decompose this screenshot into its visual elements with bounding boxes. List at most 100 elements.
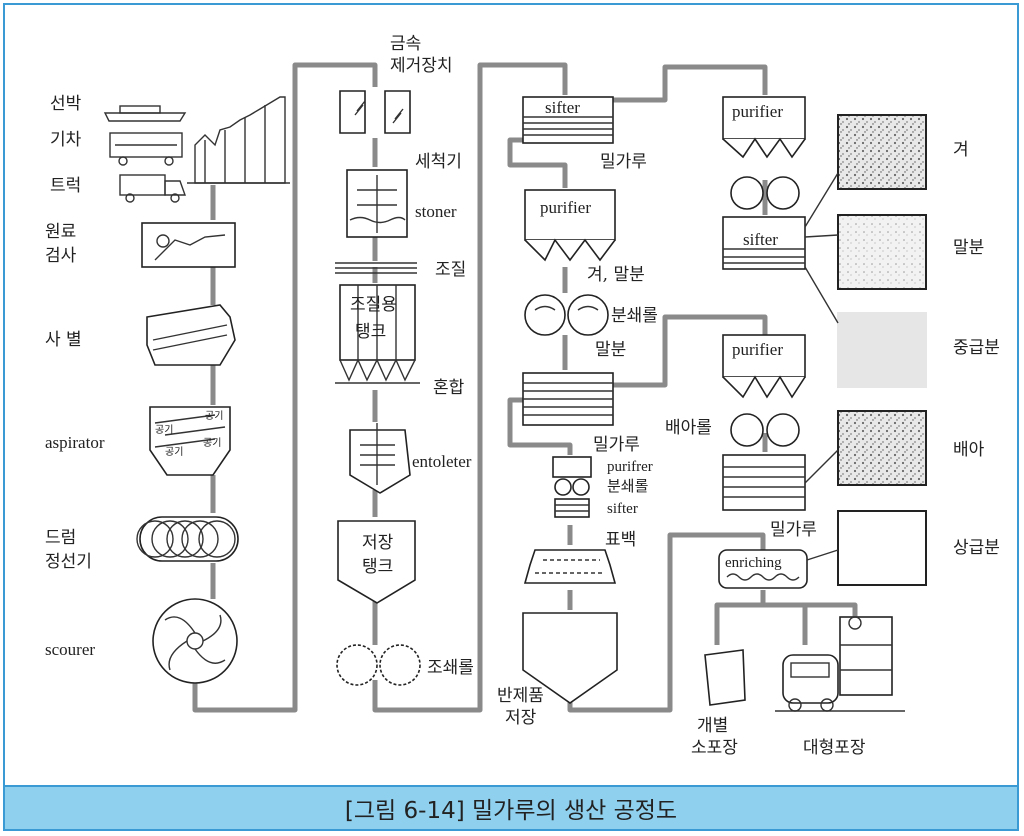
flow-lines bbox=[192, 62, 858, 713]
sifter2-label: sifter bbox=[607, 501, 638, 517]
flour-process-diagram: 선박 기차 트럭 원료 검사 bbox=[45, 34, 1000, 758]
small-package-label: 개별 bbox=[697, 716, 728, 736]
figure-caption: [그림 6-14] 밀가루의 생산 공정도 bbox=[345, 791, 677, 825]
conditioning-label: 조질 bbox=[435, 260, 466, 280]
receiving-area: 선박 기차 트럭 bbox=[50, 94, 290, 203]
product-sample-bran bbox=[837, 114, 927, 190]
purifier-top-equipment: purifier bbox=[722, 96, 806, 159]
purifier-label: purifier bbox=[540, 198, 591, 217]
air-label-4: 공기 bbox=[165, 446, 183, 458]
drum-separator-equipment bbox=[136, 516, 239, 562]
roll-top-equipment bbox=[730, 176, 800, 210]
figure-number: [그림 6-14] bbox=[344, 798, 465, 824]
column-milling: sifter 밀가루 purifier 겨, 말분 분쇄롤 말분 밀가루 bbox=[497, 96, 658, 728]
small-package-label-2: 소포장 bbox=[691, 738, 738, 758]
sifter2-equipment bbox=[522, 372, 614, 426]
purifrer-label: purifrer bbox=[607, 459, 653, 475]
train-label: 기차 bbox=[50, 130, 82, 150]
product-sample-shorts bbox=[837, 214, 927, 290]
aspirator-label: aspirator bbox=[45, 433, 105, 452]
reduction-roll-equipment bbox=[524, 294, 609, 336]
mixing-label: 혼합 bbox=[433, 378, 465, 398]
product-sample-high-flour bbox=[837, 510, 927, 586]
product-sample-germ bbox=[837, 410, 927, 486]
purifier-mid-equipment: purifier bbox=[722, 334, 806, 399]
caption-bar: [그림 6-14] 밀가루의 생산 공정도 bbox=[5, 785, 1017, 829]
shorts-label: 말분 bbox=[595, 340, 626, 360]
small-package-icon bbox=[704, 649, 746, 706]
stoner-label: stoner bbox=[415, 202, 457, 221]
enriching-label: enriching bbox=[725, 555, 782, 571]
flour-label-1: 밀가루 bbox=[600, 152, 647, 172]
product-samples: 겨 말분 중급분 배아 상급분 bbox=[804, 114, 1000, 586]
conditioning-tank-label-2: 탱크 bbox=[355, 322, 386, 342]
bleaching-equipment bbox=[523, 549, 617, 584]
scourer-equipment bbox=[152, 598, 238, 684]
sifter-col4-equipment: sifter bbox=[722, 216, 806, 270]
bulk-truck-icon bbox=[775, 616, 905, 712]
inspection-label-2: 검사 bbox=[45, 246, 77, 266]
air-label-3: 공기 bbox=[203, 437, 221, 449]
metal-removal-equipment bbox=[339, 90, 411, 134]
reduction-roll-label: 분쇄롤 bbox=[611, 306, 658, 326]
product-label-shorts: 말분 bbox=[953, 238, 984, 258]
semi-product-label-2: 저장 bbox=[505, 708, 537, 728]
storage-tank-equipment: 저장 탱크 bbox=[337, 520, 416, 604]
purifier-mid-label: purifier bbox=[732, 340, 783, 359]
inspection-label: 원료 bbox=[45, 222, 76, 242]
germ-roll-equipment bbox=[730, 413, 800, 447]
column-cleaning: 원료 검사 사 별 aspirator 공기 공기 공기 공기 드럼 정선기 bbox=[45, 222, 239, 684]
enriching-equipment: enriching bbox=[718, 549, 808, 589]
silo-icon bbox=[187, 96, 290, 184]
sifter-label: sifter bbox=[545, 98, 580, 117]
figure-frame: 선박 기차 트럭 원료 검사 bbox=[3, 3, 1019, 831]
product-label-bran: 겨 bbox=[953, 140, 969, 160]
sifting-equipment bbox=[146, 304, 236, 366]
product-label-germ: 배아 bbox=[953, 440, 985, 460]
entoleter-label: entoleter bbox=[412, 452, 472, 471]
break-roll-label: 조쇄롤 bbox=[427, 658, 474, 678]
truck-label: 트럭 bbox=[50, 176, 81, 196]
train-icon bbox=[109, 132, 183, 166]
conditioning-tank-equipment: 조질용 탱크 bbox=[335, 284, 420, 384]
purifier-top-label: purifier bbox=[732, 102, 783, 121]
figure-title: 밀가루의 생산 공정도 bbox=[472, 798, 678, 824]
sifting-label: 사 별 bbox=[45, 330, 82, 350]
semi-product-label: 반제품 bbox=[497, 686, 544, 706]
product-label-high-flour: 상급분 bbox=[953, 538, 1000, 558]
product-label-medium-flour: 중급분 bbox=[953, 338, 1000, 358]
storage-tank-label: 저장 bbox=[362, 533, 394, 553]
aspirator-equipment: 공기 공기 공기 공기 bbox=[149, 406, 231, 476]
conditioning-lines bbox=[335, 262, 417, 274]
product-sample-medium-flour bbox=[837, 312, 927, 388]
metal-removal-label-2: 제거장치 bbox=[390, 56, 453, 76]
semi-product-storage-equipment bbox=[522, 612, 618, 704]
break-roll-equipment bbox=[336, 644, 421, 686]
inspection-equipment bbox=[141, 222, 236, 268]
conditioning-tank-label: 조질용 bbox=[350, 295, 397, 315]
germ-roll-label: 배아롤 bbox=[665, 418, 712, 438]
scourer-label: scourer bbox=[45, 640, 95, 659]
column-conditioning: 금속 제거장치 세척기 stoner 조질 bbox=[335, 34, 474, 686]
ship-label: 선박 bbox=[50, 94, 82, 114]
bulk-package-label: 대형포장 bbox=[803, 738, 866, 758]
air-label-2: 공기 bbox=[205, 410, 223, 422]
drum-label-2: 정선기 bbox=[45, 552, 92, 572]
metal-removal-label: 금속 bbox=[390, 34, 421, 54]
column-refining: purifier sifter purifier 배아롤 bbox=[665, 96, 905, 758]
bleaching-label: 표백 bbox=[605, 530, 636, 550]
air-label-1: 공기 bbox=[155, 424, 173, 436]
sifter-col4-label: sifter bbox=[743, 230, 778, 249]
ship-icon bbox=[103, 105, 187, 122]
sifter-germ-equipment bbox=[722, 454, 806, 511]
washer-stoner-equipment bbox=[346, 169, 408, 238]
washer-label: 세척기 bbox=[415, 152, 462, 172]
sifter-equipment: sifter bbox=[522, 96, 614, 144]
truck-icon bbox=[119, 174, 186, 203]
drum-label: 드럼 bbox=[45, 528, 76, 548]
purifier-roll-sifter-unit bbox=[552, 456, 592, 518]
entoleter-equipment bbox=[349, 423, 411, 494]
purifier-equipment: purifier bbox=[524, 189, 616, 262]
flour-label-col4: 밀가루 bbox=[770, 520, 817, 540]
reduction-roll-label-2: 분쇄롤 bbox=[607, 477, 649, 495]
